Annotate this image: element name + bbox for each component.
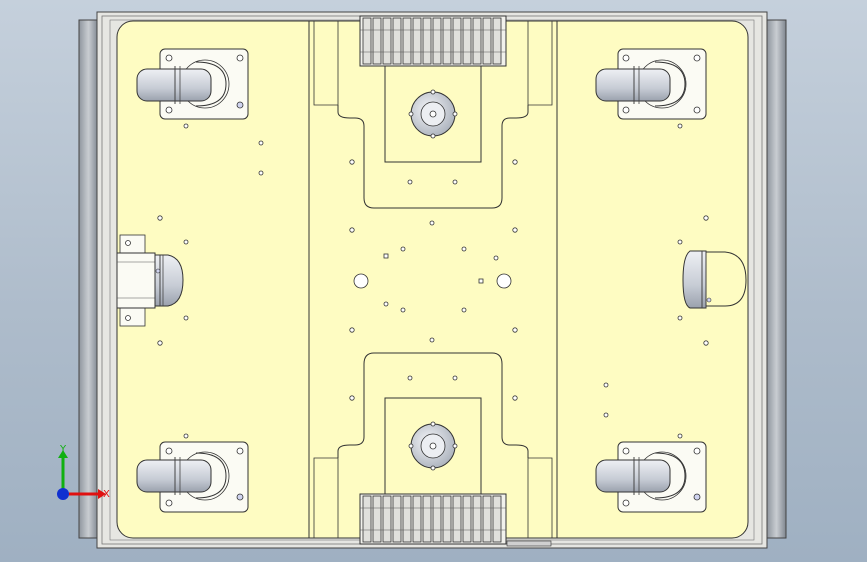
z-axis-dot [57,488,69,500]
caster-front-left [136,48,249,120]
caster-rear-left [136,441,249,513]
hub-mounting-holes [408,89,458,471]
top-drive-wheel [359,15,507,67]
y-axis-label: Y [59,444,67,455]
caster-rear-right [595,441,707,513]
lower-motor-hub [410,423,456,469]
caster-front-right [595,48,707,120]
x-axis-arrowhead [98,489,106,499]
lower-recess [337,352,529,458]
plate-holes [157,123,709,439]
bottom-drive-wheel [359,493,552,547]
right-side-wheel [682,250,747,309]
left-side-wheel [116,234,184,327]
upper-recess [337,105,529,209]
center-channel [308,21,558,538]
y-axis-arrowhead [58,450,68,458]
x-axis-label: X [103,489,110,500]
upper-motor-hub [410,91,456,137]
center-holes [349,159,518,401]
